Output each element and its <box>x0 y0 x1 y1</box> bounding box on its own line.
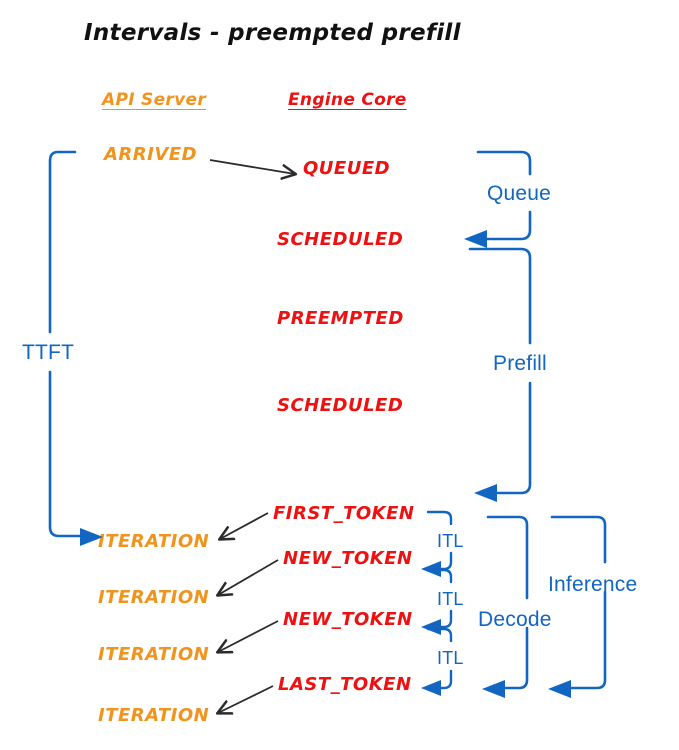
arrow-new-token-to-iteration-1 <box>218 559 279 595</box>
arrow-first-token-to-iteration <box>220 512 269 539</box>
state-preempted: PREEMPTED <box>277 308 404 329</box>
arrow-last-token-to-iteration <box>218 685 274 713</box>
interval-label-inference: Inference <box>548 573 638 596</box>
state-iteration-2: ITERATION <box>98 587 210 608</box>
interval-label-itl-3: ITL <box>437 648 464 668</box>
page-title: Intervals - preempted prefill <box>84 20 461 46</box>
state-new-token-1: NEW_TOKEN <box>283 548 413 569</box>
state-queued: QUEUED <box>303 158 391 179</box>
column-header-engine-core: Engine Core <box>288 90 407 110</box>
state-last-token: LAST_TOKEN <box>278 674 412 695</box>
state-scheduled-2: SCHEDULED <box>277 395 404 416</box>
bracket-inference <box>548 515 607 698</box>
arrow-arrived-to-queued <box>209 159 295 174</box>
state-arrived: ARRIVED <box>104 144 198 165</box>
interval-label-decode: Decode <box>478 608 552 631</box>
state-new-token-2: NEW_TOKEN <box>283 609 413 630</box>
interval-label-itl-1: ITL <box>437 531 464 551</box>
column-header-api-server: API Server <box>102 90 207 110</box>
state-iteration-1: ITERATION <box>98 531 210 552</box>
interval-label-ttft: TTFT <box>22 341 75 364</box>
interval-label-queue: Queue <box>487 182 552 205</box>
state-first-token: FIRST_TOKEN <box>273 503 415 524</box>
state-iteration-3: ITERATION <box>98 644 210 665</box>
state-scheduled-1: SCHEDULED <box>277 229 404 250</box>
interval-label-prefill: Prefill <box>493 352 547 375</box>
interval-label-itl-2: ITL <box>437 589 464 609</box>
arrow-new-token-to-iteration-2 <box>218 620 279 652</box>
state-iteration-4: ITERATION <box>98 705 210 726</box>
